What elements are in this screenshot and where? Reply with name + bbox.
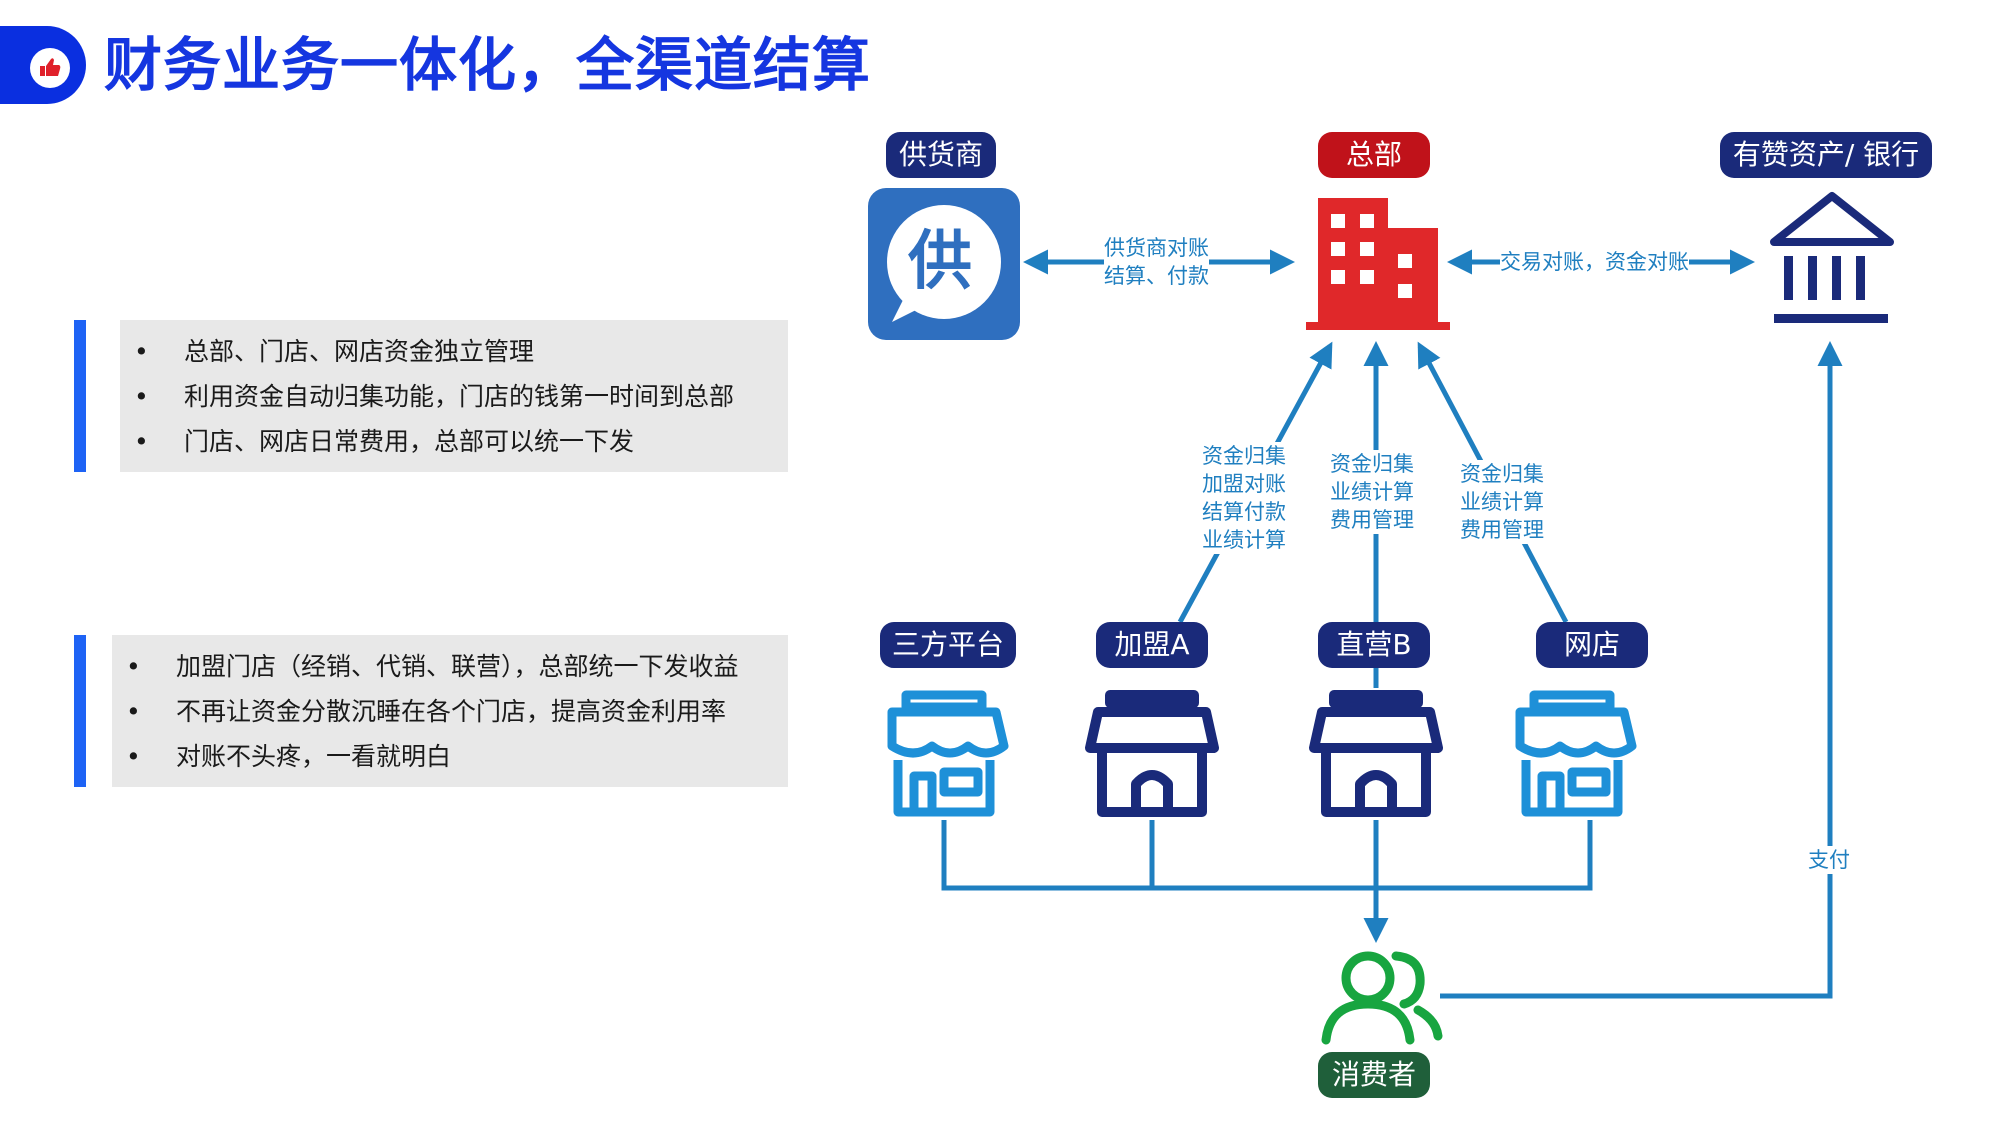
store-icon bbox=[1085, 690, 1219, 817]
building-icon bbox=[1306, 198, 1450, 330]
supplier-hq-label-2: 结算、付款 bbox=[1104, 262, 1209, 290]
panel1-box: • 总部、门店、网店资金独立管理 • 利用资金自动归集功能，门店的钱第一时间到总… bbox=[120, 320, 788, 472]
online-hq-label-3: 费用管理 bbox=[1460, 516, 1544, 544]
direct-hq-label-3: 费用管理 bbox=[1330, 506, 1414, 534]
online-label: 网店 bbox=[1536, 622, 1648, 668]
third-party-label: 三方平台 bbox=[880, 622, 1016, 668]
panel1-item-3: 门店、网店日常费用，总部可以统一下发 bbox=[184, 427, 635, 456]
direct-label: 直营B bbox=[1318, 622, 1430, 668]
supplier-chat-icon bbox=[868, 188, 1020, 340]
panel2-item-2: 不再让资金分散沉睡在各个门店，提高资金利用率 bbox=[176, 697, 727, 726]
franchise-hq-label-2: 加盟对账 bbox=[1202, 470, 1286, 498]
franchise-label: 加盟A bbox=[1096, 622, 1208, 668]
franchise-hq-label-4: 业绩计算 bbox=[1202, 526, 1286, 554]
store-icon bbox=[1515, 690, 1637, 817]
bullet-6: • bbox=[126, 742, 141, 771]
panel2-box: • 加盟门店（经销、代销、联营），总部统一下发收益 • 不再让资金分散沉睡在各个… bbox=[112, 635, 788, 787]
franchise-hq-label-3: 结算付款 bbox=[1202, 498, 1286, 526]
bullet-4: • bbox=[126, 652, 141, 681]
bullet-2: • bbox=[134, 382, 149, 411]
direct-hq-label-1: 资金归集 bbox=[1330, 450, 1414, 478]
panel2-item-3: 对账不头疼，一看就明白 bbox=[176, 742, 452, 771]
supplier-icon-text: 供 bbox=[908, 225, 972, 299]
page-title: 财务业务一体化，全渠道结算 bbox=[104, 31, 872, 99]
supplier-hq-label-1: 供货商对账 bbox=[1104, 234, 1209, 262]
panel2-item-1: 加盟门店（经销、代销、联营），总部统一下发收益 bbox=[176, 652, 739, 681]
bank-icon bbox=[1770, 192, 1894, 323]
online-hq-label-1: 资金归集 bbox=[1460, 460, 1544, 488]
supplier-label: 供货商 bbox=[886, 132, 996, 178]
store-icon bbox=[887, 690, 1009, 817]
bullet-1: • bbox=[134, 337, 149, 366]
franchise-hq-label-1: 资金归集 bbox=[1202, 442, 1286, 470]
bullet-3: • bbox=[134, 427, 149, 456]
store-icon bbox=[1309, 690, 1443, 817]
consumer-bank-label: 支付 bbox=[1808, 846, 1850, 874]
bank-label: 有赞资产/ 银行 bbox=[1720, 132, 1932, 178]
panel1-accent-bar bbox=[74, 320, 86, 472]
direct-hq-label-2: 业绩计算 bbox=[1330, 478, 1414, 506]
hq-label: 总部 bbox=[1318, 132, 1430, 178]
online-hq-label-2: 业绩计算 bbox=[1460, 488, 1544, 516]
hq-bank-label: 交易对账，资金对账 bbox=[1500, 248, 1689, 276]
bullet-5: • bbox=[126, 697, 141, 726]
panel1-item-1: 总部、门店、网店资金独立管理 bbox=[184, 337, 535, 366]
users-icon bbox=[1321, 951, 1443, 1045]
consumer-label: 消费者 bbox=[1318, 1052, 1430, 1098]
panel1-item-2: 利用资金自动归集功能，门店的钱第一时间到总部 bbox=[184, 382, 735, 411]
panel2-accent-bar bbox=[74, 635, 86, 787]
thumbs-up-icon bbox=[30, 48, 70, 88]
